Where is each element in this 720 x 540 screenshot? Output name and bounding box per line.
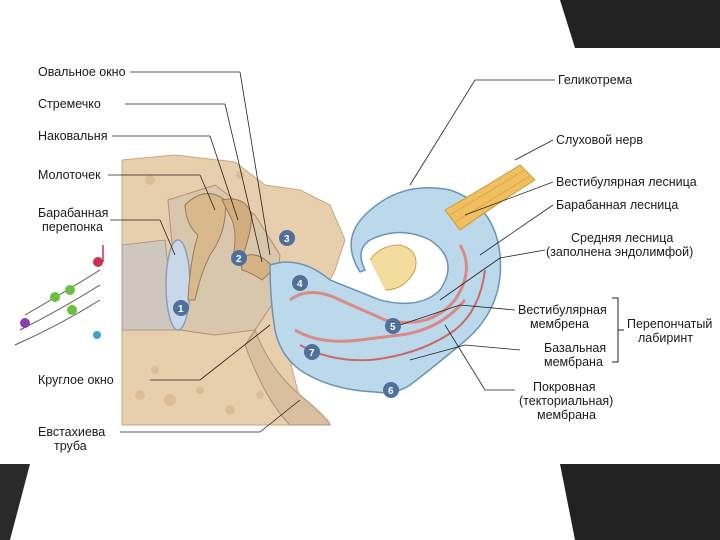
label-middle-scala-2: (заполнена эндолимфой)	[546, 245, 694, 259]
label-round-window: Круглое окно	[38, 373, 114, 387]
label-basilar-1: Базальная	[544, 341, 607, 355]
label-auditory-nerve: Слуховой нерв	[556, 133, 643, 147]
label-eardrum-2: перепонка	[42, 220, 103, 234]
label-vestibular-membrane-2: мембрена	[530, 317, 589, 331]
malleus-bone	[184, 193, 226, 301]
label-eustachian-1: Евстахиева	[38, 425, 106, 439]
marker-3: 3	[284, 234, 290, 245]
label-membranous-labyrinth-1: Перепончатый	[627, 317, 713, 331]
marker-6: 6	[388, 386, 394, 397]
label-incus: Наковальня	[38, 129, 108, 143]
eustachian-tube	[244, 328, 331, 426]
ear-canal	[121, 239, 176, 331]
numbered-markers	[173, 230, 401, 398]
label-oval-window: Овальное окно	[38, 65, 126, 79]
label-vestibular-membrane-1: Вестибулярная	[518, 303, 607, 317]
incus-bone	[221, 198, 253, 263]
leader-lines	[108, 71, 555, 433]
marker-2: 2	[236, 254, 242, 265]
label-tectorial-3: мембрана	[537, 408, 596, 422]
marker-4: 4	[297, 279, 303, 290]
label-malleus: Молоточек	[38, 168, 101, 182]
label-stapes: Стремечко	[38, 97, 101, 111]
label-tectorial-1: Покровная	[533, 380, 596, 394]
label-middle-scala-1: Средняя лесница	[571, 231, 674, 245]
marker-5: 5	[390, 322, 396, 333]
label-tympanic-scala: Барабанная лесница	[556, 198, 679, 212]
label-eustachian-2: труба	[54, 439, 87, 453]
stapes-bone	[239, 254, 276, 281]
cochlear-duct	[289, 244, 468, 343]
label-membranous-labyrinth-2: лабиринт	[638, 331, 693, 345]
marker-1: 1	[178, 304, 184, 315]
label-vestibular-scala: Вестибулярная лесница	[556, 175, 697, 189]
label-tectorial-2: (текториальная)	[519, 394, 614, 408]
label-basilar-2: мембрана	[544, 355, 603, 369]
spiral-core	[369, 244, 417, 291]
label-eardrum-1: Барабанная	[38, 206, 109, 220]
marker-7: 7	[309, 348, 315, 359]
labyrinth-bracket	[612, 297, 624, 363]
label-helicotrema: Геликотрема	[558, 73, 633, 87]
